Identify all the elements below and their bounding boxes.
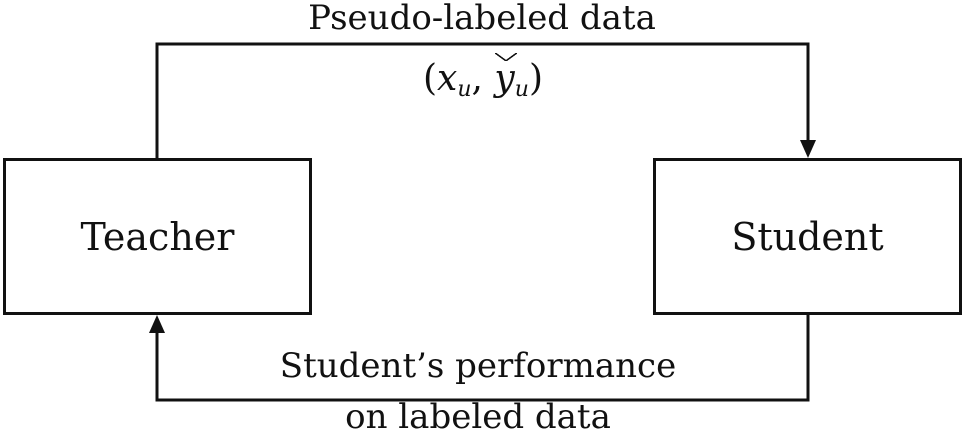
pair-close-paren: ): [528, 58, 543, 99]
pair-comma: ,: [471, 58, 495, 99]
teacher-node: Teacher: [3, 158, 312, 315]
pair-x-subscript: u: [457, 77, 472, 102]
teacher-label: Teacher: [80, 214, 235, 259]
student-label: Student: [731, 214, 884, 259]
student-arrowhead: [800, 140, 816, 158]
pseudo-labeled-data-label: Pseudo-labeled data: [308, 0, 656, 38]
pair-y-hat: y: [494, 53, 518, 99]
pair-y-subscript: u: [514, 77, 529, 102]
teacher-to-student-connector: [155, 42, 810, 158]
student-to-teacher-connector: [155, 315, 810, 402]
on-labeled-data-label: on labeled data: [345, 397, 611, 437]
student-node: Student: [653, 158, 962, 315]
pair-x: x: [437, 58, 458, 99]
pseudo-label-pair: (xu, yu): [423, 53, 543, 101]
student-performance-label: Student’s performance: [279, 346, 677, 386]
teacher-arrowhead: [149, 315, 165, 333]
pair-open-paren: (: [423, 58, 438, 99]
